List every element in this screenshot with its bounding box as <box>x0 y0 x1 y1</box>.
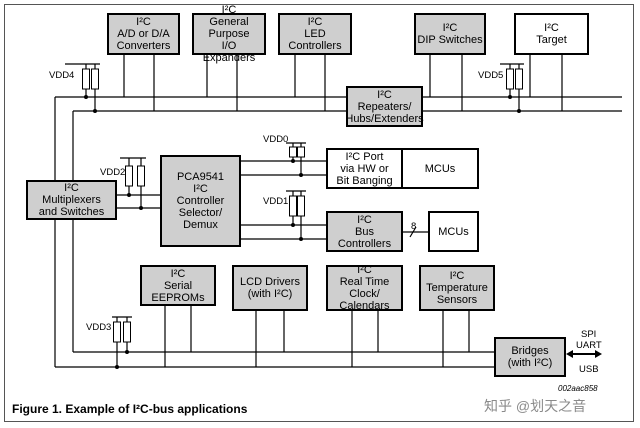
vdd3-label: VDD3 <box>86 322 112 333</box>
vdd2-label: VDD2 <box>100 167 126 178</box>
target-box: I²C Target <box>514 13 589 55</box>
gpio-expanders-box: I²C General Purpose I/O Expanders <box>192 4 266 64</box>
usb-label: USB <box>579 364 599 375</box>
mcus-box-1: MCUs <box>401 148 479 189</box>
serial-eeproms-box: I²C Serial EEPROMs <box>140 265 216 306</box>
spi-label: SPI <box>581 329 597 340</box>
figure-frame <box>4 4 634 422</box>
uart-label: UART <box>576 340 602 351</box>
vdd0-label: VDD0 <box>263 134 289 145</box>
watermark: 知乎 @划天之音 <box>484 398 587 414</box>
repeaters-hubs-box: I²C Repeaters/ Hubs/Extenders <box>345 86 424 127</box>
figure-code: 002aac858 <box>558 384 598 393</box>
vdd5-label: VDD5 <box>478 70 504 81</box>
multiplexers-switches-box: I²C Multiplexers and Switches <box>26 180 117 220</box>
adc-dac-converters-box: I²C A/D or D/A Converters <box>107 13 180 55</box>
led-controllers-box: I²C LED Controllers <box>278 13 352 55</box>
mcus-box-2: MCUs <box>428 211 479 252</box>
bus-controllers-box: I²C Bus Controllers <box>326 211 403 252</box>
lcd-drivers-box: LCD Drivers (with I²C) <box>232 265 308 311</box>
bridges-box: Bridges (with I²C) <box>494 337 566 377</box>
dip-switches-box: I²C DIP Switches <box>414 13 486 55</box>
i2c-port-box: I²C Port via HW or Bit Banging <box>326 148 403 189</box>
temperature-sensors-box: I²C Temperature Sensors <box>419 265 495 311</box>
pca9541-box: PCA9541 I²C Controller Selector/ Demux <box>160 155 241 247</box>
vdd4-label: VDD4 <box>49 70 75 81</box>
figure-caption: Figure 1. Example of I²C-bus application… <box>12 402 248 416</box>
bus-width-label: 8 <box>411 221 417 232</box>
vdd1-label: VDD1 <box>263 196 289 207</box>
real-time-clock-box: I²C Real Time Clock/ Calendars <box>326 264 403 312</box>
